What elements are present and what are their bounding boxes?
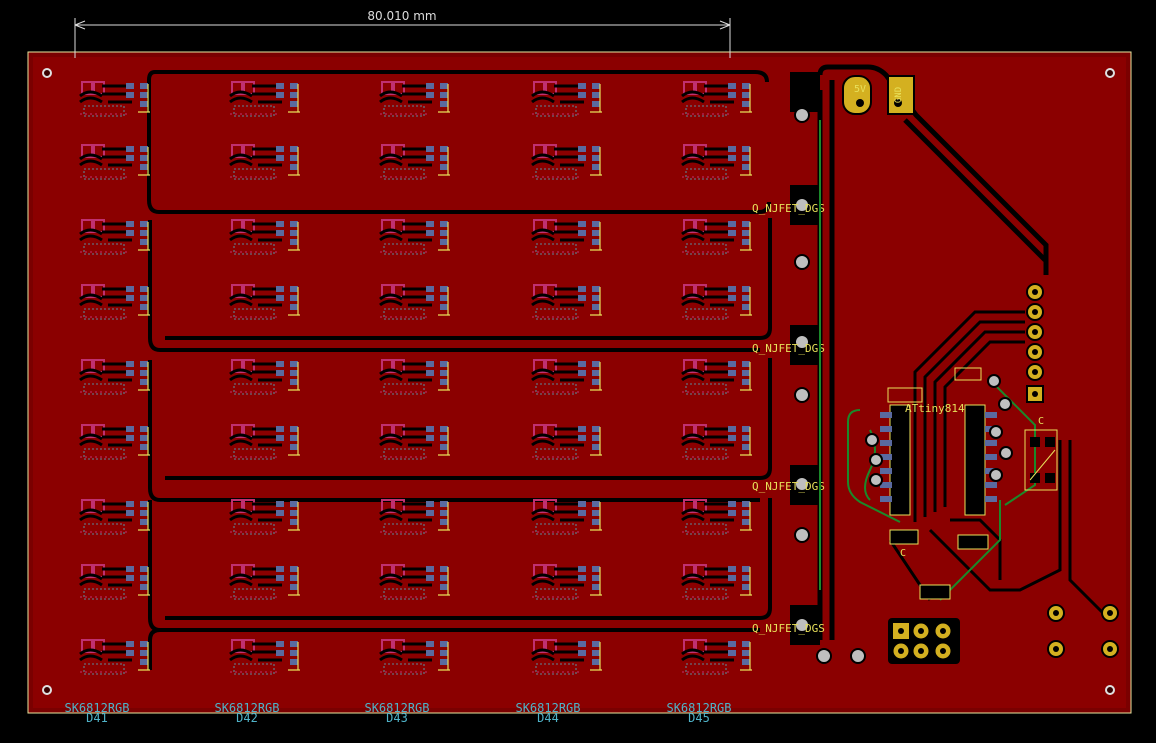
led-ref-2: SK6812RGB — [214, 701, 279, 715]
cap-label-1: C — [1038, 416, 1044, 427]
led-ref-1: SK6812RGB — [64, 701, 129, 715]
power-connector: 5V GND — [842, 75, 915, 115]
mcu-label: ATtiny814 — [905, 402, 965, 415]
copper-pour — [33, 57, 1126, 708]
smd-passives — [889, 529, 989, 600]
transistor-label-3: Q_NJFET_DGS — [752, 480, 825, 493]
mcu-pin — [880, 482, 892, 488]
transistor-column: Q_NJFET_DGS Q_NJFET_DGS Q_NJFET_DGS Q_NJ… — [752, 72, 866, 664]
transistor-label-4: Q_NJFET_DGS — [752, 622, 825, 635]
led-ref-5: SK6812RGB — [666, 701, 731, 715]
mcu-pin — [880, 412, 892, 418]
mcu-vias — [865, 374, 1013, 487]
mcu-pin — [880, 496, 892, 502]
mcu-pin — [985, 482, 997, 488]
transistor-label-2: Q_NJFET_DGS — [752, 342, 825, 355]
bottom-labels: SK6812RGB D41 SK6812RGB D42 SK6812RGB D4… — [64, 701, 731, 725]
cap-label-2: C — [900, 548, 906, 559]
led-bus-traces — [147, 70, 772, 670]
dimension-marker: 80.010 mm — [74, 9, 731, 58]
led-id-3: D43 — [386, 711, 408, 725]
led-ref-3: SK6812RGB — [364, 701, 429, 715]
sensor-footprint: C C — [900, 416, 1058, 559]
dimension-label: 80.010 mm — [367, 9, 436, 23]
mcu-pin — [985, 412, 997, 418]
pin-header-6 — [1026, 283, 1044, 403]
mounting-holes — [42, 68, 1115, 695]
mcu-pin — [880, 454, 892, 460]
led-ref-4: SK6812RGB — [515, 701, 580, 715]
inner-layer-traces — [819, 120, 1036, 601]
mcu-pin — [880, 468, 892, 474]
led-id-4: D44 — [537, 711, 559, 725]
mcu-pin — [985, 496, 997, 502]
led-id-2: D42 — [236, 711, 258, 725]
mcu-pin — [985, 440, 997, 446]
gnd-pad-label: GND — [894, 87, 904, 103]
led-id-1: D41 — [86, 711, 108, 725]
transistor-label-1: Q_NJFET_DGS — [752, 202, 825, 215]
mcu-pin — [880, 426, 892, 432]
vcc-pad-label: 5V — [854, 84, 866, 95]
mcu-pin — [880, 440, 892, 446]
mcu-pin — [985, 454, 997, 460]
led-id-5: D45 — [688, 711, 710, 725]
isp-header — [888, 618, 960, 664]
